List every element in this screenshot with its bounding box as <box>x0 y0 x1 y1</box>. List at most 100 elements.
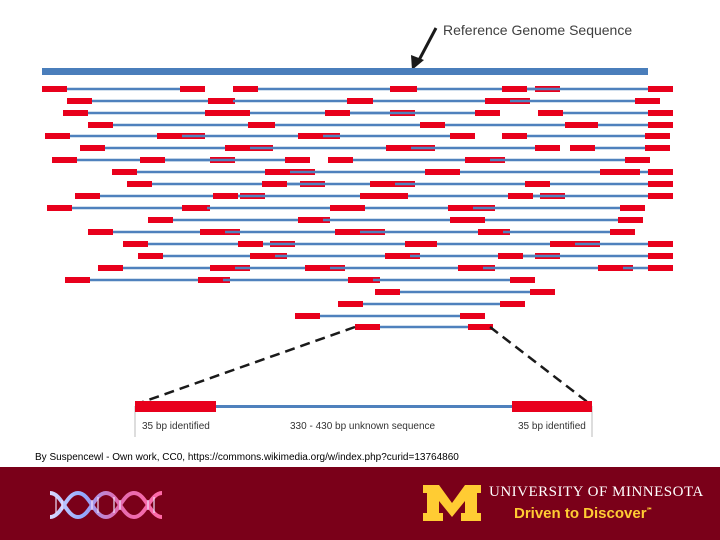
footer-bar: UNIVERSITY OF MINNESOTA Driven to Discov… <box>0 467 720 540</box>
read-end-left <box>182 205 207 211</box>
university-name: UNIVERSITY OF MINNESOTA <box>489 484 704 500</box>
read-end-left <box>435 169 460 175</box>
zoomed-read-end-right <box>468 324 493 330</box>
read-end-left <box>233 86 258 92</box>
read-end-right <box>648 86 673 92</box>
read-end-left <box>135 401 216 412</box>
paired-end-diagram: Reference Genome Sequence 35 bp identifi… <box>40 8 673 448</box>
read-end-left <box>340 205 365 211</box>
read-pairs <box>42 86 673 330</box>
zoomed-read-end-left <box>355 324 380 330</box>
read-end-left <box>67 98 92 104</box>
read-end-right <box>610 229 635 235</box>
read-end-right <box>285 157 310 163</box>
read-end-right <box>450 133 475 139</box>
read-end-left <box>225 110 250 116</box>
read-end-left <box>88 229 113 235</box>
read-end-left <box>52 157 77 163</box>
read-end-left <box>298 133 323 139</box>
read-end-right <box>500 301 525 307</box>
read-end-left <box>262 181 287 187</box>
read-end-left <box>238 241 263 247</box>
read-end-left <box>465 157 490 163</box>
read-end-left <box>127 181 152 187</box>
read-end-left <box>208 98 233 104</box>
read-end-right <box>180 86 205 92</box>
image-credit: By Suspencewl - Own work, CC0, https://c… <box>35 452 459 463</box>
read-end-left <box>498 253 523 259</box>
read-end-left <box>460 217 485 223</box>
read-end-left <box>65 277 90 283</box>
block-m-logo-icon <box>423 485 481 521</box>
read-end-left <box>386 145 411 151</box>
read-end-right <box>512 401 592 412</box>
read-end-right <box>645 133 670 139</box>
read-end-right <box>535 145 560 151</box>
right-read-label: 35 bp identified <box>518 421 586 432</box>
read-end-right <box>205 110 230 116</box>
middle-label: 330 - 430 bp unknown sequence <box>290 421 436 432</box>
read-end-left <box>485 98 510 104</box>
read-end-left <box>385 253 410 259</box>
read-end-left <box>370 181 395 187</box>
read-end-left <box>328 157 353 163</box>
zoom-line-right <box>489 326 591 405</box>
read-end-left <box>265 169 290 175</box>
read-end-left <box>80 145 105 151</box>
pointer-arrowhead <box>411 55 424 70</box>
read-end-left <box>75 193 100 199</box>
read-end-left <box>550 241 575 247</box>
pointer-arrow <box>416 27 438 63</box>
read-end-right <box>648 265 673 271</box>
read-end-left <box>325 110 350 116</box>
read-end-left <box>348 277 373 283</box>
read-end-left <box>42 86 67 92</box>
read-end-left <box>298 217 323 223</box>
read-end-right <box>648 241 673 247</box>
read-end-left <box>250 253 275 259</box>
read-end-left <box>98 265 123 271</box>
read-end-right <box>635 98 660 104</box>
read-end-left <box>508 193 533 199</box>
read-end-right <box>648 110 673 116</box>
service-mark: ℠ <box>646 508 653 514</box>
read-end-right <box>648 181 673 187</box>
read-end-left <box>47 205 72 211</box>
read-end-left <box>338 301 363 307</box>
read-end-right <box>625 157 650 163</box>
read-end-left <box>157 133 182 139</box>
read-end-right <box>475 110 500 116</box>
tagline: Driven to Discover℠ <box>514 505 653 522</box>
read-end-left <box>148 217 173 223</box>
zoom-line-left <box>136 325 356 406</box>
read-end-right <box>645 145 670 151</box>
read-end-left <box>570 145 595 151</box>
read-end-left <box>383 193 408 199</box>
read-end-left <box>478 229 503 235</box>
read-end-left <box>88 122 113 128</box>
read-end-left <box>375 289 400 295</box>
read-end-left <box>458 265 483 271</box>
read-end-left <box>200 229 225 235</box>
read-end-left <box>112 169 137 175</box>
diagram-frame <box>40 8 652 448</box>
read-end-left <box>525 181 550 187</box>
reference-label: Reference Genome Sequence <box>443 22 632 38</box>
read-end-left <box>420 122 445 128</box>
read-end-right <box>648 169 673 175</box>
read-end-left <box>502 86 527 92</box>
read-end-left <box>213 193 238 199</box>
read-end-left <box>140 157 165 163</box>
read-end-right <box>618 217 643 223</box>
read-end-left <box>210 265 235 271</box>
read-end-left <box>198 277 223 283</box>
read-end-left <box>45 133 70 139</box>
read-end-right <box>648 122 673 128</box>
read-end-left <box>250 122 275 128</box>
insert-line <box>216 405 512 408</box>
read-end-right <box>648 193 673 199</box>
read-end-left <box>573 122 598 128</box>
read-end-left <box>295 313 320 319</box>
read-end-right <box>360 193 385 199</box>
read-end-left <box>615 169 640 175</box>
